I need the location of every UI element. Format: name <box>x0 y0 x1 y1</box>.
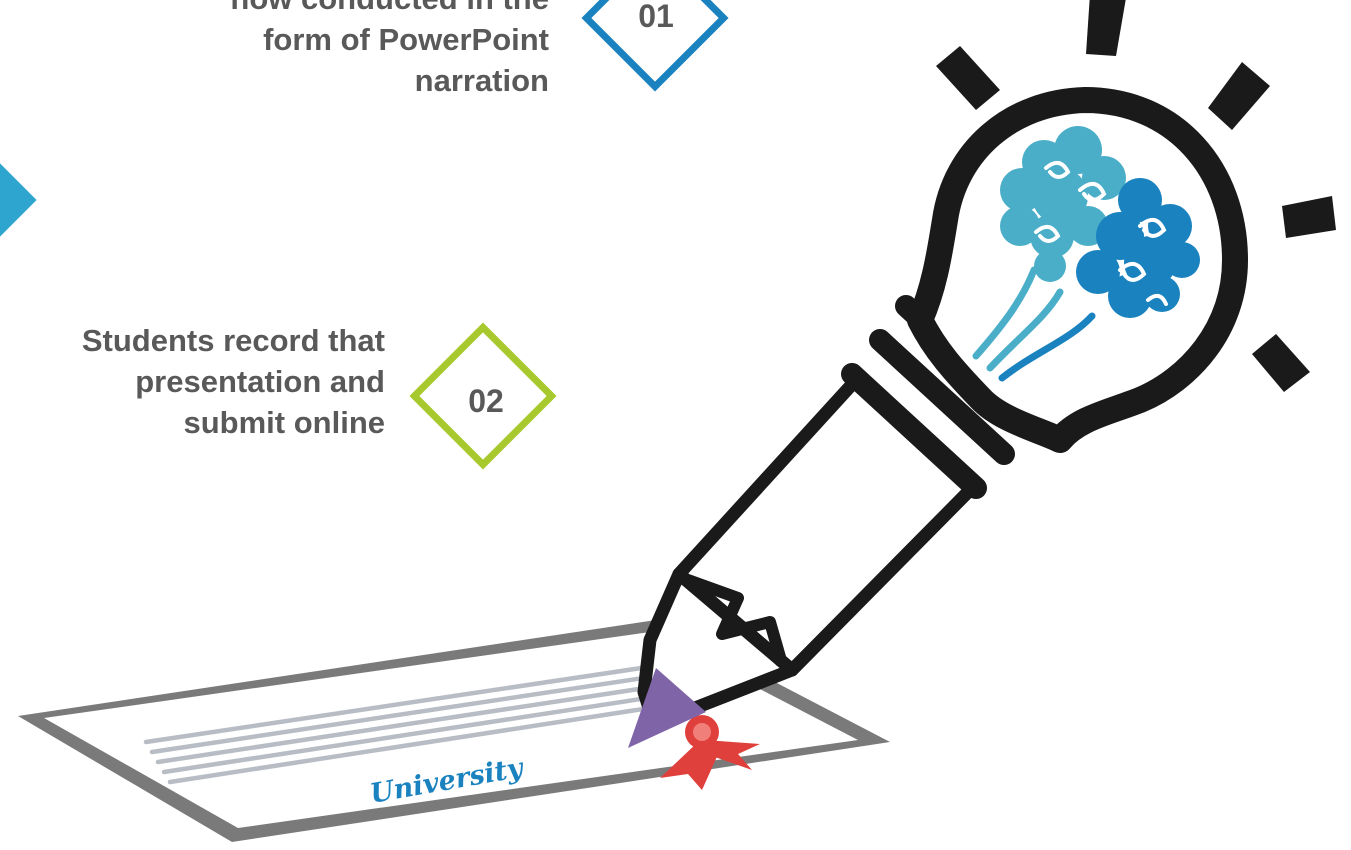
step-02-text: Students record that presentation and su… <box>82 320 385 443</box>
step-01-text: now conducted in the form of PowerPoint … <box>230 0 549 101</box>
step-01-number: 01 <box>638 0 674 34</box>
step-01-line-2: form of PowerPoint <box>263 22 549 57</box>
step-02-line-1: Students record that <box>81 323 385 358</box>
seal-icon <box>660 715 760 790</box>
pencil-tip-icon <box>628 668 706 748</box>
step-02-line-3: submit online <box>183 405 386 440</box>
brain-icon <box>1000 126 1200 318</box>
step-01-line-1: now conducted in the <box>230 0 549 19</box>
step-02-number: 02 <box>468 383 504 419</box>
lightbulb-icon <box>907 0 1336 453</box>
step-02-line-2: presentation and <box>135 364 385 399</box>
step-01-line-3: narration <box>414 63 549 98</box>
